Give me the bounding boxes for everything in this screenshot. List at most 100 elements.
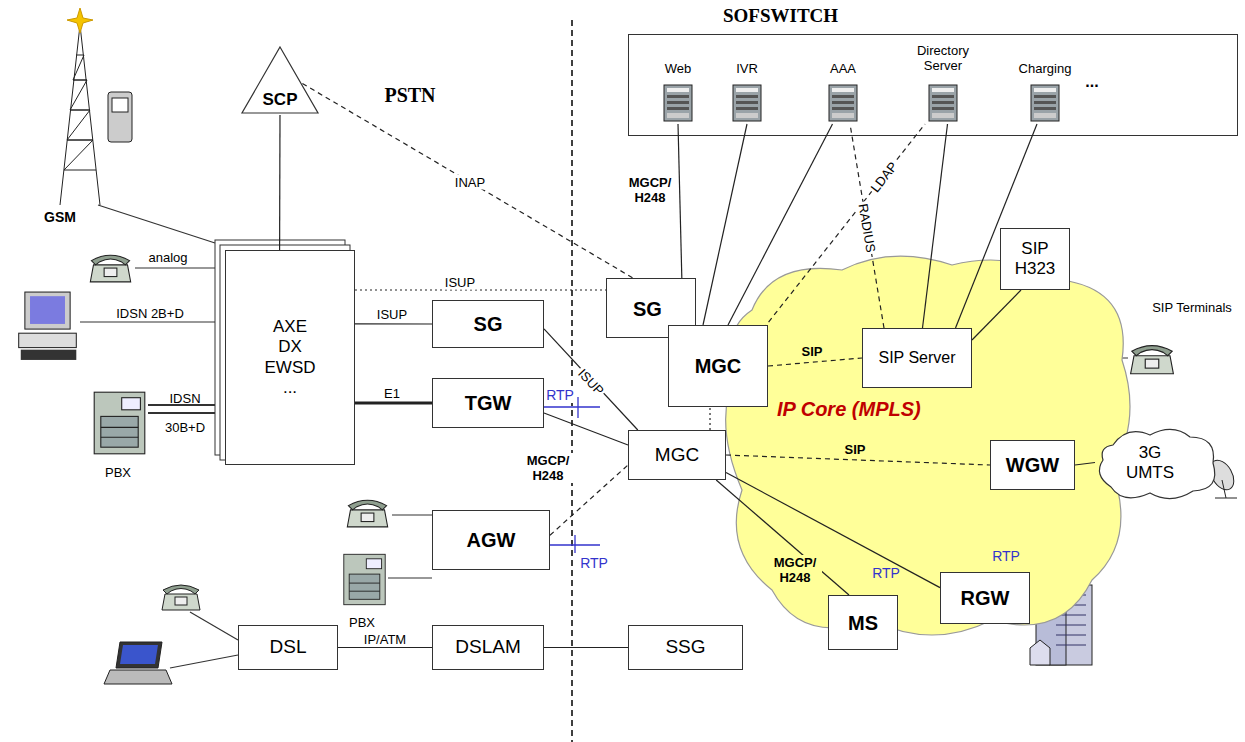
drawing-part xyxy=(829,85,857,121)
network-box: AGW xyxy=(432,510,550,570)
network-box: DSLAM xyxy=(432,625,544,670)
free-label: RTP xyxy=(546,387,574,403)
free-label: IDSN 2B+D xyxy=(116,306,184,321)
edge-label: MGCP/ H248 xyxy=(518,453,578,483)
drawing-part xyxy=(664,85,692,121)
drawing-part xyxy=(108,92,132,142)
drawing-part xyxy=(94,392,145,454)
connector xyxy=(302,84,633,279)
node-label: Charging xyxy=(1005,62,1085,77)
node-label: RGW xyxy=(961,586,1010,610)
drawing-part xyxy=(135,267,215,268)
drawing-part xyxy=(1030,640,1050,665)
drawing-part xyxy=(67,8,93,33)
node-label: MGC xyxy=(655,444,699,467)
free-label: IDSN xyxy=(169,391,200,406)
node-label: IVR xyxy=(712,62,782,77)
free-label: analog xyxy=(148,250,187,265)
free-label: RTP xyxy=(872,565,900,581)
edge-label: LDAP xyxy=(866,157,901,196)
server-node: IVR xyxy=(712,62,782,124)
network-box: SSG xyxy=(628,625,743,670)
node-label: AGW xyxy=(467,528,516,552)
network-box: DSL xyxy=(238,625,338,670)
drawing-part xyxy=(120,645,158,664)
free-label: ... xyxy=(1085,73,1098,91)
umts-cloud: 3G UMTS xyxy=(1095,425,1205,500)
terminal-icons xyxy=(19,85,1174,684)
server-node: Directory Server xyxy=(898,44,988,124)
node-label: SIP Server xyxy=(878,348,955,367)
connector xyxy=(972,290,1021,340)
drawing-part xyxy=(388,577,432,578)
node-label: MS xyxy=(848,611,878,635)
free-label: PBX xyxy=(349,615,375,630)
edge-label: SIP xyxy=(800,344,825,359)
node-outline-path xyxy=(242,47,318,113)
network-box: AXE DX EWSD ... xyxy=(225,250,355,465)
edge-label: SIP xyxy=(843,442,868,457)
scp-triangle: SCP xyxy=(240,45,320,115)
connector xyxy=(726,473,940,588)
node-label: WGW xyxy=(1006,453,1059,477)
connector xyxy=(850,124,884,328)
drawing-part xyxy=(162,585,200,610)
network-box: MGC xyxy=(628,430,726,480)
node-label: Web xyxy=(643,62,713,77)
node-label: SSG xyxy=(665,636,705,659)
connector xyxy=(544,329,638,430)
free-label: RTP xyxy=(580,555,608,571)
connector xyxy=(678,124,683,325)
connector xyxy=(923,124,948,328)
network-box: MGC xyxy=(668,325,768,407)
server-node: Charging xyxy=(1005,62,1085,124)
drawing-part xyxy=(112,98,128,112)
edge-label: E1 xyxy=(382,386,402,401)
node-label: SG xyxy=(633,297,662,321)
edge-label: RADIUS xyxy=(855,201,879,256)
drawing-part xyxy=(116,642,162,668)
server-node: Web xyxy=(643,62,713,124)
connector xyxy=(1075,463,1095,466)
server-node: AAA xyxy=(808,62,878,124)
connector xyxy=(726,455,990,465)
node-label: SIP H323 xyxy=(1005,239,1065,280)
connector xyxy=(544,647,628,648)
node-label: SCP xyxy=(263,90,298,110)
drawing-part xyxy=(733,85,761,121)
node-outline-path xyxy=(1099,429,1214,498)
node-label: TGW xyxy=(465,391,512,415)
drawing-part xyxy=(170,655,238,668)
network-box: MS xyxy=(828,595,898,650)
connector xyxy=(768,358,862,366)
network-box: RGW xyxy=(940,572,1030,624)
node-label: DSL xyxy=(270,636,307,659)
node-label: AXE DX EWSD ... xyxy=(262,317,318,399)
free-label: GSM xyxy=(44,209,76,225)
connector xyxy=(544,413,628,445)
ip-core-cloud: IP Core (MPLS) xyxy=(712,250,1140,650)
connector xyxy=(763,124,925,329)
drawing-part xyxy=(392,514,432,515)
free-label: PBX xyxy=(105,465,131,480)
connector xyxy=(338,647,432,648)
edge-label: INAP xyxy=(453,175,487,190)
drawing-part xyxy=(929,85,957,121)
drawing-part xyxy=(1215,498,1237,499)
node-label: SOFSWITCH xyxy=(628,4,1238,28)
connector xyxy=(703,124,747,325)
edge-label: ISUP xyxy=(574,364,608,399)
network-box: SG xyxy=(432,300,544,348)
node-label: MGC xyxy=(695,354,742,378)
node-label: IP Core (MPLS) xyxy=(777,398,921,421)
connector xyxy=(716,480,849,595)
drawing-part xyxy=(104,670,172,684)
edge-label: IP/ATM xyxy=(362,632,408,647)
drawing-part xyxy=(98,205,215,243)
node-label: DSLAM xyxy=(455,636,520,659)
drawing-part xyxy=(90,255,130,282)
edge-label: MGCP/ H248 xyxy=(623,175,677,205)
drawing-part xyxy=(19,292,77,360)
